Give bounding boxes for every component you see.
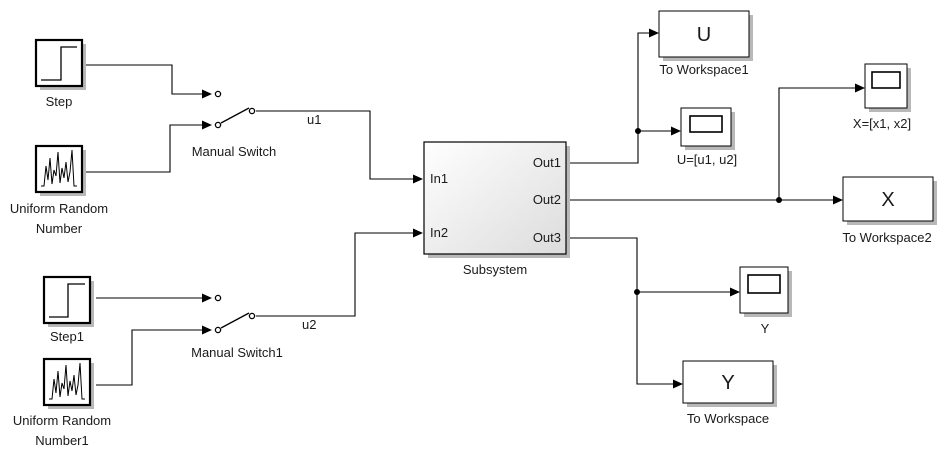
random-signal-icon — [41, 149, 77, 187]
step-label: Step — [46, 94, 73, 109]
scope-y-block[interactable]: Y — [739, 266, 792, 336]
arrow-head — [673, 379, 683, 389]
wire-out2-to-scope-x[interactable] — [778, 87, 856, 200]
port-out2: Out2 — [533, 192, 561, 207]
wire-u2[interactable] — [256, 232, 414, 317]
arrow-head — [730, 287, 740, 297]
scope-screen-icon — [689, 115, 723, 133]
scope-u-block[interactable]: U=[u1, u2] — [677, 107, 737, 167]
step-icon — [41, 46, 77, 81]
switch-contact-top — [214, 294, 222, 302]
arrow-head — [855, 83, 865, 93]
scope-y-label: Y — [761, 321, 770, 336]
scope-x-label: X=[x1, x2] — [853, 116, 911, 131]
port-out3: Out3 — [533, 230, 561, 245]
to-workspace1-variable: U — [697, 24, 711, 46]
urn-label-line2: Number — [36, 221, 83, 236]
arrow-head — [649, 28, 659, 38]
step-block[interactable]: Step — [34, 38, 86, 109]
uniform-random-number1-block[interactable]: Uniform Random Number1 — [13, 357, 111, 448]
scope-x-block[interactable]: X=[x1, x2] — [853, 63, 911, 131]
wire-urn-to-switch[interactable] — [84, 124, 204, 173]
arrow-head — [413, 174, 423, 184]
branch-point — [635, 128, 641, 134]
random-signal-icon — [49, 362, 85, 400]
switch-contact-bottom — [214, 121, 222, 129]
scope-u-label: U=[u1, u2] — [677, 152, 737, 167]
signal-label-u1: u1 — [307, 112, 321, 127]
wire-urn1-to-switch1[interactable] — [96, 329, 204, 386]
urn1-label-line2: Number1 — [35, 433, 88, 448]
arrow-head — [202, 120, 212, 130]
arrow-head — [202, 89, 212, 99]
branch-point — [776, 197, 782, 203]
arrow-head — [202, 293, 212, 303]
switch-lever — [220, 107, 250, 124]
port-out1: Out1 — [533, 155, 561, 170]
scope-screen-icon — [747, 274, 781, 294]
arrow-head — [202, 325, 212, 335]
switch-pivot — [248, 107, 256, 115]
branch-point — [634, 289, 640, 295]
arrow-head — [671, 126, 681, 136]
arrow-head — [833, 195, 843, 205]
uniform-random-number-block[interactable]: Uniform Random Number — [10, 144, 108, 236]
switch-pivot — [248, 312, 256, 320]
arrow-head — [413, 228, 423, 238]
wire-out3[interactable] — [566, 237, 674, 385]
port-in2: In2 — [430, 225, 448, 240]
signal-wires — [84, 28, 865, 389]
wire-u1[interactable] — [256, 110, 414, 180]
signal-label-u2: u2 — [302, 317, 316, 332]
manual-switch-label: Manual Switch — [192, 144, 277, 159]
subsystem-label: Subsystem — [463, 262, 527, 277]
to-workspace-label: To Workspace — [687, 411, 769, 426]
switch-lever — [220, 312, 250, 329]
to-workspace1-label: To Workspace1 — [659, 62, 748, 77]
step-icon — [49, 283, 85, 318]
to-workspace2-variable: X — [881, 189, 894, 211]
manual-switch-block[interactable]: Manual Switch — [192, 90, 277, 159]
wire-out1-to-toworkspace1[interactable] — [637, 32, 650, 131]
urn-label-line1: Uniform Random — [10, 201, 108, 216]
wire-out1[interactable] — [566, 131, 639, 164]
switch-contact-top — [214, 90, 222, 98]
to-workspace-block[interactable]: Y To Workspace — [682, 360, 777, 426]
wire-step-to-switch[interactable] — [84, 64, 204, 95]
subsystem-body — [423, 141, 567, 255]
subsystem-block[interactable]: In1 In2 Out1 Out2 Out3 Subsystem — [423, 141, 570, 277]
manual-switch1-label: Manual Switch1 — [191, 345, 283, 360]
to-workspace2-label: To Workspace2 — [842, 230, 931, 245]
to-workspace-variable: Y — [721, 372, 734, 394]
port-in1: In1 — [430, 171, 448, 186]
step1-label: Step1 — [50, 329, 84, 344]
to-workspace1-block[interactable]: U To Workspace1 — [658, 10, 753, 77]
urn1-label-line1: Uniform Random — [13, 413, 111, 428]
manual-switch1-block[interactable]: Manual Switch1 — [191, 294, 283, 360]
to-workspace2-block[interactable]: X To Workspace2 — [842, 176, 937, 245]
switch-contact-bottom — [214, 326, 222, 334]
scope-screen-icon — [871, 71, 901, 89]
step1-block[interactable]: Step1 — [42, 275, 94, 344]
